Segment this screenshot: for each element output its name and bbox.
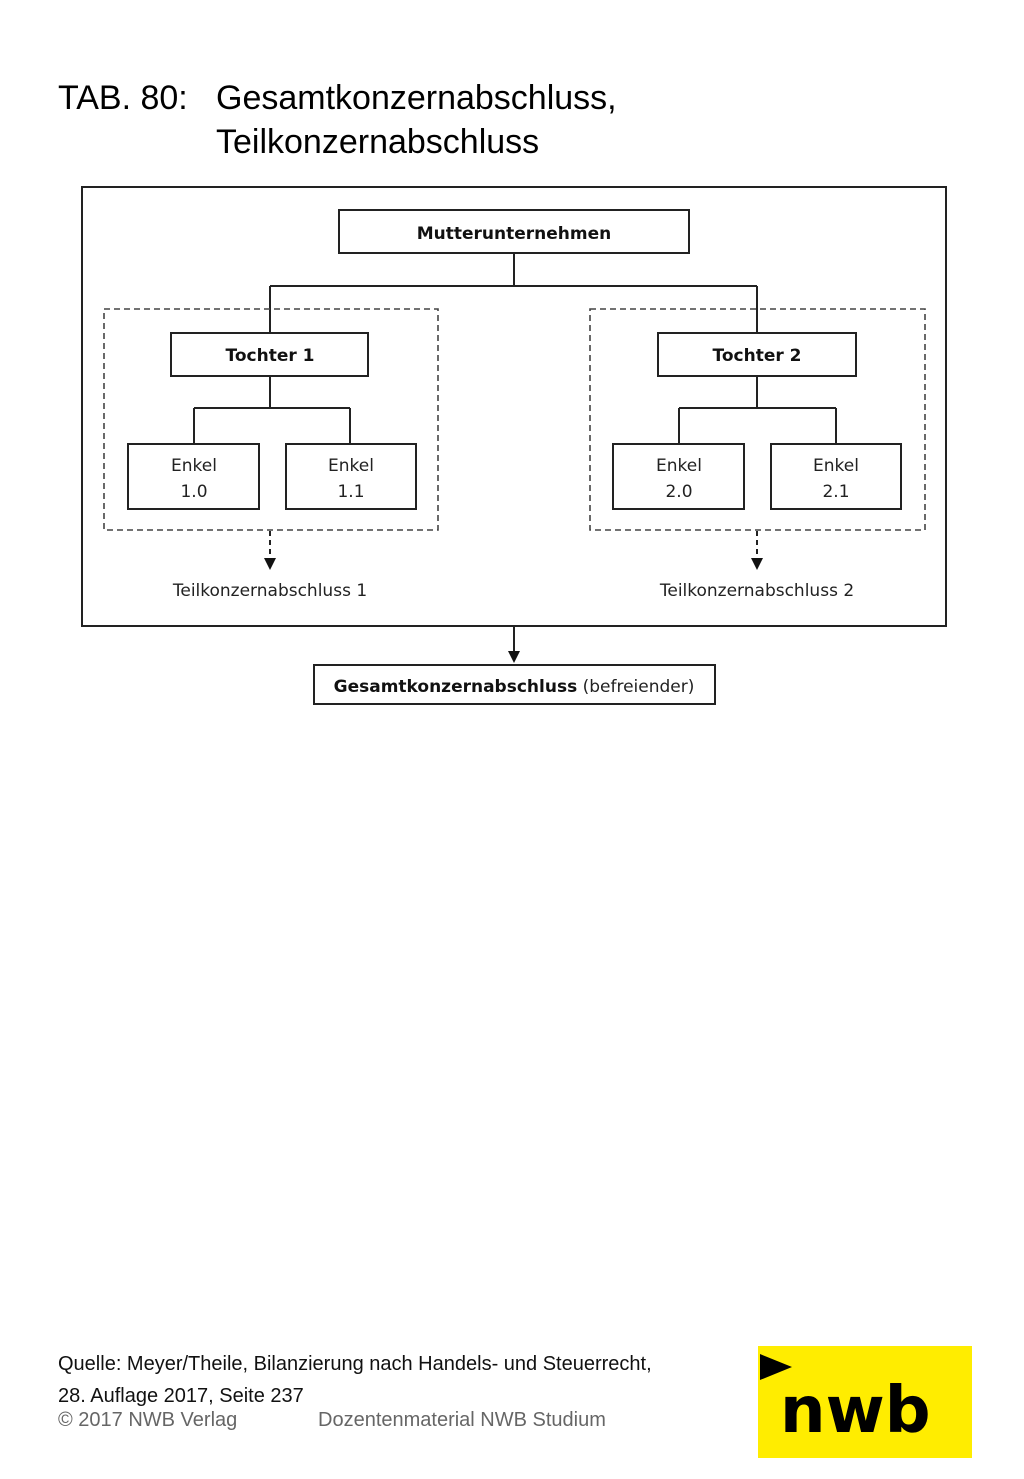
enkel-1-0-box	[127, 443, 260, 510]
subgroup-2-frame	[589, 308, 926, 531]
logo-text: nwb	[780, 1374, 931, 1448]
logo-background	[758, 1346, 972, 1458]
enkel-1-1-label: Enkel	[328, 456, 374, 476]
enkel-2-0-label: Enkel	[656, 456, 702, 476]
enkel-1-0-label: Enkel	[171, 456, 217, 476]
source-line-2: 28. Auflage 2017, Seite 237	[58, 1385, 304, 1407]
parent-box	[338, 209, 690, 254]
arrowhead-1	[264, 558, 276, 570]
enkel-2-0-box	[612, 443, 745, 510]
result-label: Gesamtkonzernabschluss (befreiender)	[334, 677, 695, 697]
tochter-2-box	[657, 332, 857, 377]
tochter-1-box	[170, 332, 369, 377]
teilkonzernabschluss-1-label: Teilkonzernabschluss 1	[172, 581, 367, 601]
source-line-1: Quelle: Meyer/Theile, Bilanzierung nach …	[58, 1353, 652, 1375]
enkel-1-1-number: 1.1	[337, 482, 364, 502]
arrowhead-result	[508, 651, 520, 663]
result-box	[313, 664, 716, 705]
logo-play-icon	[760, 1354, 792, 1380]
table-number: TAB. 80:	[58, 79, 188, 117]
parent-label: Mutterunternehmen	[417, 224, 612, 244]
tochter-2-label: Tochter 2	[713, 346, 802, 366]
result-label-bold: Gesamtkonzernabschluss	[334, 677, 578, 697]
enkel-1-1-box	[285, 443, 417, 510]
subgroup-1-frame	[103, 308, 439, 531]
material-note: Dozentenmaterial NWB Studium	[318, 1409, 606, 1431]
page-title-line-1: Gesamtkonzernabschluss,	[216, 79, 617, 117]
tochter-1-label: Tochter 1	[226, 346, 315, 366]
result-label-qualifier: (befreiender)	[577, 677, 694, 697]
arrowhead-2	[751, 558, 763, 570]
enkel-2-1-label: Enkel	[813, 456, 859, 476]
enkel-1-0-number: 1.0	[180, 482, 207, 502]
org-diagram: Mutterunternehmen Tochter 1 Enkel 1.0 En…	[81, 186, 947, 705]
enkel-2-1-box	[770, 443, 902, 510]
page-title-line-2: Teilkonzernabschluss	[216, 123, 540, 161]
teilkonzernabschluss-2-label: Teilkonzernabschluss 2	[659, 581, 854, 601]
enkel-2-0-number: 2.0	[665, 482, 692, 502]
enkel-2-1-number: 2.1	[822, 482, 849, 502]
nwb-logo: nwb	[758, 1346, 972, 1458]
copyright-notice: © 2017 NWB Verlag	[58, 1409, 238, 1431]
